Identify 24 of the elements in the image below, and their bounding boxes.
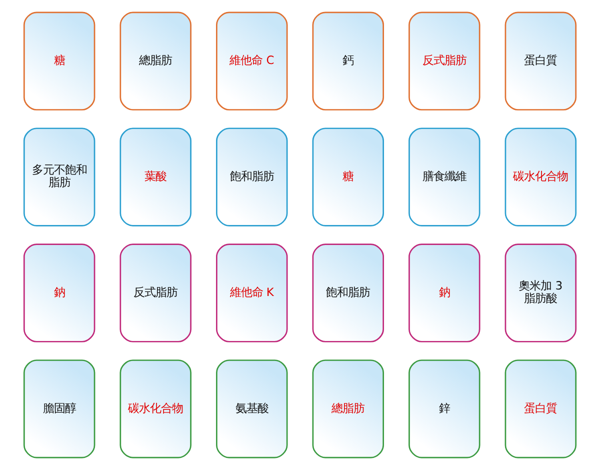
node-box: 飽和脂肪 [216, 128, 288, 226]
node-box: 碳水化合物 [120, 360, 192, 458]
node-box: 飽和脂肪 [312, 244, 384, 342]
node-box: 維他命 C [216, 12, 288, 110]
node-box: 總脂肪 [120, 12, 192, 110]
node-box: 葉酸 [120, 128, 192, 226]
node-box: 反式脂肪 [120, 244, 192, 342]
node-box: 鋅 [408, 360, 480, 458]
node-box: 蛋白質 [504, 360, 577, 458]
node-box: 糖 [312, 128, 384, 226]
node-box: 多元不飽和脂肪 [23, 128, 96, 226]
node-box: 氨基酸 [216, 360, 288, 458]
node-box: 碳水化合物 [504, 128, 577, 226]
node-box: 鈉 [23, 244, 96, 342]
node-box: 蛋白質 [504, 12, 577, 110]
node-box: 反式脂肪 [408, 12, 480, 110]
node-box: 總脂肪 [312, 360, 384, 458]
node-box: 膽固醇 [23, 360, 96, 458]
node-box: 奧米加 3脂肪酸 [504, 244, 577, 342]
node-box: 鈣 [312, 12, 384, 110]
node-box: 維他命 K [216, 244, 288, 342]
node-box: 膳食纖維 [408, 128, 480, 226]
node-box: 鈉 [408, 244, 480, 342]
node-box: 糖 [23, 12, 96, 110]
